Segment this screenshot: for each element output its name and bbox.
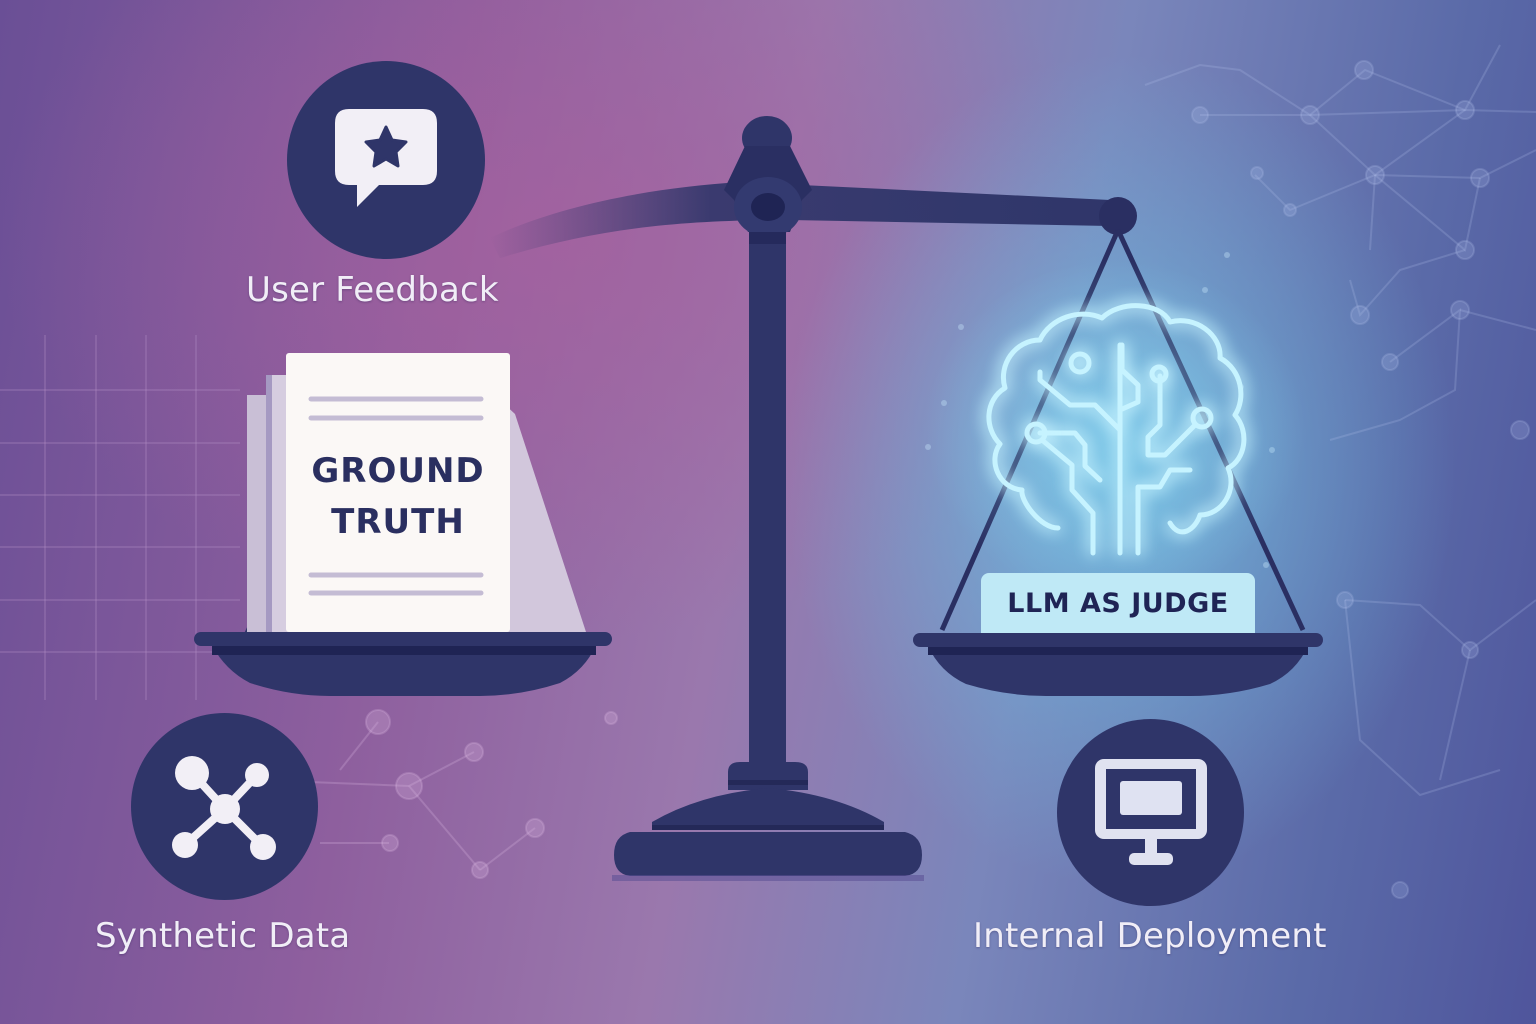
right-pan-rim bbox=[913, 633, 1323, 647]
scale-pillar bbox=[749, 232, 786, 770]
ground-truth-title-line2: TRUTH bbox=[331, 502, 465, 542]
document-stack bbox=[247, 353, 586, 632]
left-pan bbox=[212, 645, 596, 696]
internal-deployment-label: Internal Deployment bbox=[973, 916, 1327, 956]
synthetic-data-label: Synthetic Data bbox=[95, 916, 351, 956]
monitor-icon bbox=[1094, 758, 1207, 865]
scale-base bbox=[728, 762, 808, 790]
ground-truth-title-line1: GROUND bbox=[311, 451, 485, 491]
synthetic-data-icon-circle bbox=[131, 713, 318, 900]
network-pattern-right bbox=[1144, 44, 1536, 899]
llm-as-judge-label: LLM AS JUDGE bbox=[1007, 587, 1229, 619]
chat-bubble-star-icon bbox=[335, 109, 437, 207]
network-nodes-icon bbox=[171, 755, 276, 860]
right-pan bbox=[928, 646, 1308, 696]
user-feedback-label: User Feedback bbox=[246, 270, 499, 310]
llm-as-judge-badge: LLM AS JUDGE bbox=[981, 573, 1255, 633]
document-page bbox=[286, 353, 510, 632]
right-pivot bbox=[1099, 197, 1137, 235]
left-pan-rim bbox=[194, 632, 612, 646]
internal-deployment-icon-circle bbox=[1057, 719, 1244, 906]
brain-icon bbox=[925, 260, 1305, 600]
network-pattern-bottom-left bbox=[309, 709, 618, 879]
scale-beam bbox=[490, 182, 1122, 258]
user-feedback-icon-circle bbox=[287, 61, 485, 259]
